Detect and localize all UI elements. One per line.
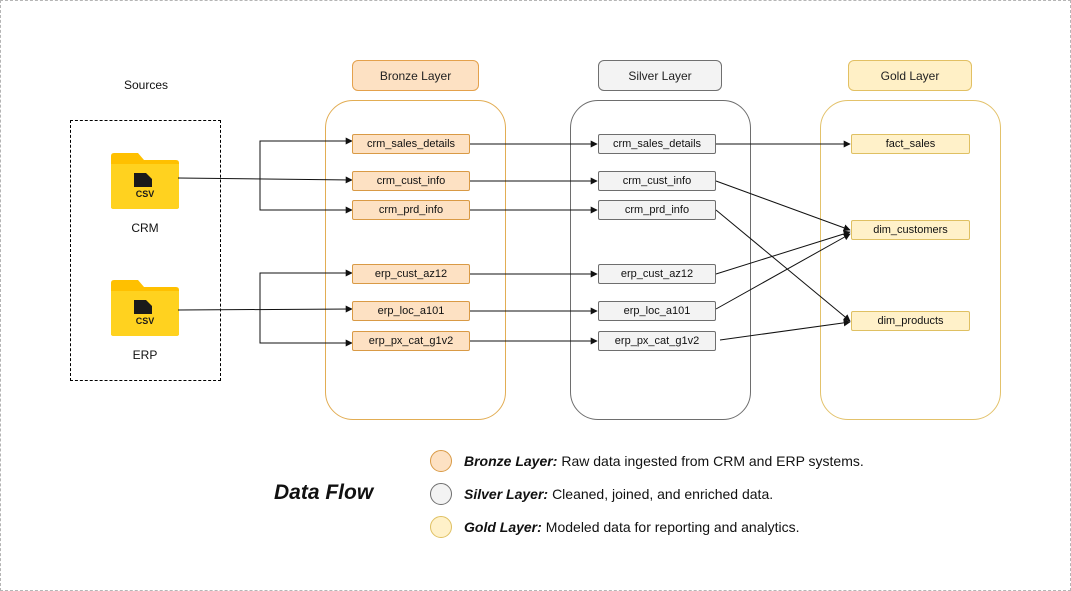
arrow-crm-to-crm-cust-info bbox=[177, 176, 353, 184]
bronze-node-erp-loc-a101: erp_loc_a101 bbox=[352, 301, 470, 321]
arrow-prd-info-to-dim-products bbox=[715, 209, 851, 322]
silver-layer-header: Silver Layer bbox=[598, 60, 722, 91]
sources-title: Sources bbox=[124, 78, 169, 92]
arrow-erp-to-erp-cust-az12 bbox=[259, 269, 353, 310]
legend-title: Data Flow bbox=[274, 481, 374, 504]
crm-source: CSV CRM bbox=[110, 152, 180, 235]
arrow-cust-info-to-dim-customers bbox=[715, 180, 851, 232]
bronze-node-crm-sales-details: crm_sales_details bbox=[352, 134, 470, 154]
arrow-loc-a101-to-dim-customers bbox=[715, 233, 851, 310]
bronze-node-crm-cust-info: crm_cust_info bbox=[352, 171, 470, 191]
legend-gold-name: Gold Layer: bbox=[464, 519, 542, 535]
crm-label: CRM bbox=[131, 221, 159, 235]
sources-container bbox=[70, 120, 221, 381]
arrow-cust-az12-to-dim-customers bbox=[715, 230, 851, 275]
csv-label: CSV bbox=[136, 316, 155, 326]
silver-node-crm-cust-info: crm_cust_info bbox=[598, 171, 716, 191]
legend-gold-description: Modeled data for reporting and analytics… bbox=[545, 519, 800, 535]
silver-node-crm-sales-details: crm_sales_details bbox=[598, 134, 716, 154]
silver-node-erp-cust-az12: erp_cust_az12 bbox=[598, 264, 716, 284]
bronze-node-erp-px-cat-g1v2: erp_px_cat_g1v2 bbox=[352, 331, 470, 351]
silver-node-erp-px-cat-g1v2: erp_px_cat_g1v2 bbox=[598, 331, 716, 351]
arrow-erp-to-erp-loc-a101 bbox=[177, 305, 353, 313]
gold-legend-dot bbox=[430, 516, 452, 538]
gold-node-fact-sales: fact_sales bbox=[851, 134, 970, 154]
csv-label: CSV bbox=[136, 189, 155, 199]
erp-source: CSV ERP bbox=[110, 279, 180, 362]
arrow-px-cat-to-dim-products bbox=[719, 319, 851, 341]
legend-bronze-name: Bronze Layer: bbox=[464, 453, 558, 469]
bronze-node-crm-prd-info: crm_prd_info bbox=[352, 200, 470, 220]
legend-silver-description: Cleaned, joined, and enriched data. bbox=[552, 486, 774, 502]
legend-item-silver: Silver Layer:Cleaned, joined, and enrich… bbox=[430, 483, 773, 505]
bronze-layer-header: Bronze Layer bbox=[352, 60, 479, 91]
legend-silver-name: Silver Layer: bbox=[464, 486, 549, 502]
arrow-crm-to-crm-sales-details bbox=[259, 137, 353, 180]
legend-item-bronze: Bronze Layer:Raw data ingested from CRM … bbox=[430, 450, 864, 472]
legend-item-gold: Gold Layer:Modeled data for reporting an… bbox=[430, 516, 800, 538]
bronze-node-erp-cust-az12: erp_cust_az12 bbox=[352, 264, 470, 284]
gold-node-dim-customers: dim_customers bbox=[851, 220, 970, 240]
silver-legend-dot bbox=[430, 483, 452, 505]
gold-layer-header: Gold Layer bbox=[848, 60, 972, 91]
gold-node-dim-products: dim_products bbox=[851, 311, 970, 331]
silver-node-erp-loc-a101: erp_loc_a101 bbox=[598, 301, 716, 321]
arrow-erp-to-erp-px-cat-g1v2 bbox=[259, 310, 353, 347]
erp-label: ERP bbox=[132, 348, 158, 362]
legend-bronze-description: Raw data ingested from CRM and ERP syste… bbox=[561, 453, 864, 469]
bronze-legend-dot bbox=[430, 450, 452, 472]
csv-folder-icon: CSV bbox=[111, 280, 179, 336]
silver-node-crm-prd-info: crm_prd_info bbox=[598, 200, 716, 220]
csv-folder-icon: CSV bbox=[111, 153, 179, 209]
arrow-crm-to-crm-prd-info bbox=[259, 180, 353, 214]
